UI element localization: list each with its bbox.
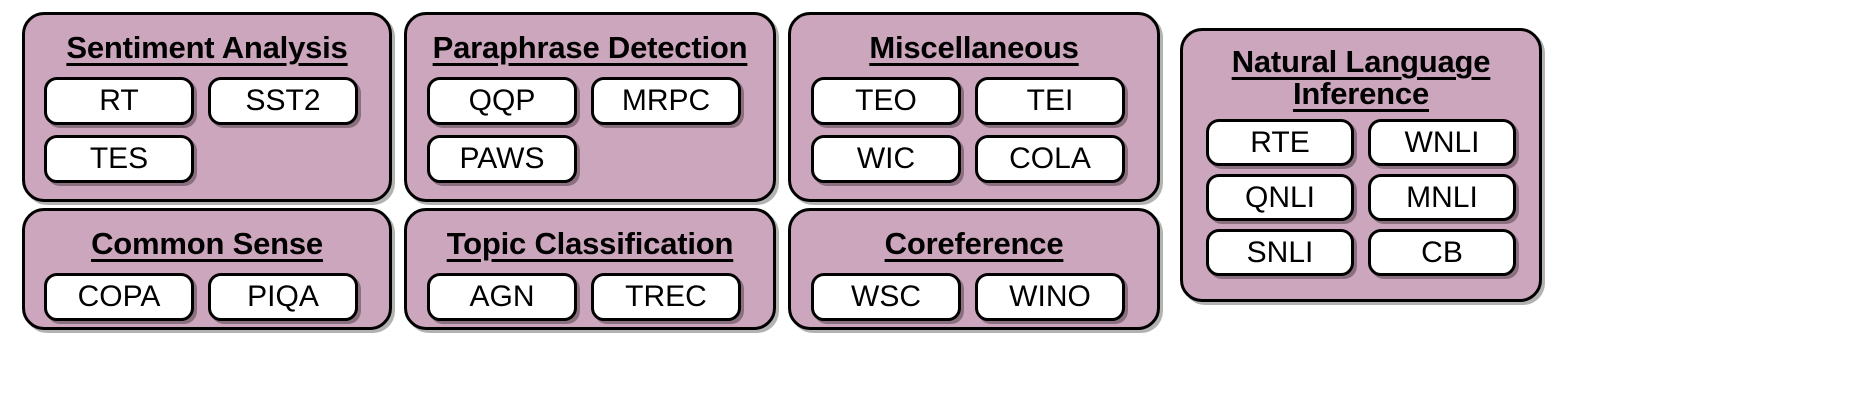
dataset-pill-piqa[interactable]: PIQA — [208, 272, 358, 321]
dataset-pill-cb[interactable]: CB — [1368, 229, 1516, 277]
group-panel-sentiment-analysis[interactable]: Sentiment Analysis RT SST2 TES — [22, 12, 392, 202]
dataset-pill-mnli[interactable]: MNLI — [1368, 174, 1516, 222]
dataset-pill-mrpc[interactable]: MRPC — [591, 76, 741, 125]
dataset-pill-qnli[interactable]: QNLI — [1206, 174, 1354, 222]
group-title-coreference: Coreference — [884, 226, 1064, 261]
dataset-pill-wnli[interactable]: WNLI — [1368, 119, 1516, 167]
group-title-natural-language-inference: Natural Language Inference — [1232, 46, 1491, 109]
dataset-pill-wic[interactable]: WIC — [811, 134, 961, 183]
group-title-sentiment-analysis: Sentiment Analysis — [66, 30, 348, 65]
dataset-pill-tes[interactable]: TES — [44, 134, 194, 183]
dataset-pill-trec[interactable]: TREC — [591, 272, 741, 321]
group-title-topic-classification: Topic Classification — [446, 226, 734, 261]
group-title-line-2: Inference — [1292, 75, 1430, 111]
dataset-pill-group-paraphrase-detection: QQP MRPC PAWS — [427, 76, 753, 183]
group-panel-natural-language-inference[interactable]: Natural Language Inference RTE WNLI QNLI… — [1180, 28, 1542, 302]
group-panel-topic-classification[interactable]: Topic Classification AGN TREC — [404, 208, 776, 330]
group-title-paraphrase-detection: Paraphrase Detection — [432, 30, 748, 65]
dataset-pill-agn[interactable]: AGN — [427, 272, 577, 321]
dataset-pill-snli[interactable]: SNLI — [1206, 229, 1354, 277]
dataset-pill-teo[interactable]: TEO — [811, 76, 961, 125]
dataset-pill-group-sentiment-analysis: RT SST2 TES — [44, 76, 370, 183]
group-panel-paraphrase-detection[interactable]: Paraphrase Detection QQP MRPC PAWS — [404, 12, 776, 202]
dataset-pill-tei[interactable]: TEI — [975, 76, 1125, 125]
group-panel-coreference[interactable]: Coreference WSC WINO — [788, 208, 1160, 330]
dataset-pill-rte[interactable]: RTE — [1206, 119, 1354, 167]
dataset-pill-group-coreference: WSC WINO — [811, 272, 1137, 321]
dataset-pill-group-miscellaneous: TEO TEI WIC COLA — [811, 76, 1137, 183]
dataset-pill-copa[interactable]: COPA — [44, 272, 194, 321]
group-title-common-sense: Common Sense — [91, 226, 323, 261]
dataset-pill-group-topic-classification: AGN TREC — [427, 272, 753, 321]
group-panel-common-sense[interactable]: Common Sense COPA PIQA — [22, 208, 392, 330]
dataset-pill-wino[interactable]: WINO — [975, 272, 1125, 321]
dataset-pill-qqp[interactable]: QQP — [427, 76, 577, 125]
dataset-pill-paws[interactable]: PAWS — [427, 134, 577, 183]
group-title-miscellaneous: Miscellaneous — [869, 30, 1079, 65]
group-panel-miscellaneous[interactable]: Miscellaneous TEO TEI WIC COLA — [788, 12, 1160, 202]
dataset-pill-wsc[interactable]: WSC — [811, 272, 961, 321]
dataset-pill-rt[interactable]: RT — [44, 76, 194, 125]
dataset-pill-group-common-sense: COPA PIQA — [44, 272, 370, 321]
group-title-line-1: Natural Language — [1231, 44, 1491, 79]
dataset-pill-sst2[interactable]: SST2 — [208, 76, 358, 125]
dataset-pill-cola[interactable]: COLA — [975, 134, 1125, 183]
dataset-pill-group-natural-language-inference: RTE WNLI QNLI MNLI SNLI CB — [1206, 119, 1516, 277]
